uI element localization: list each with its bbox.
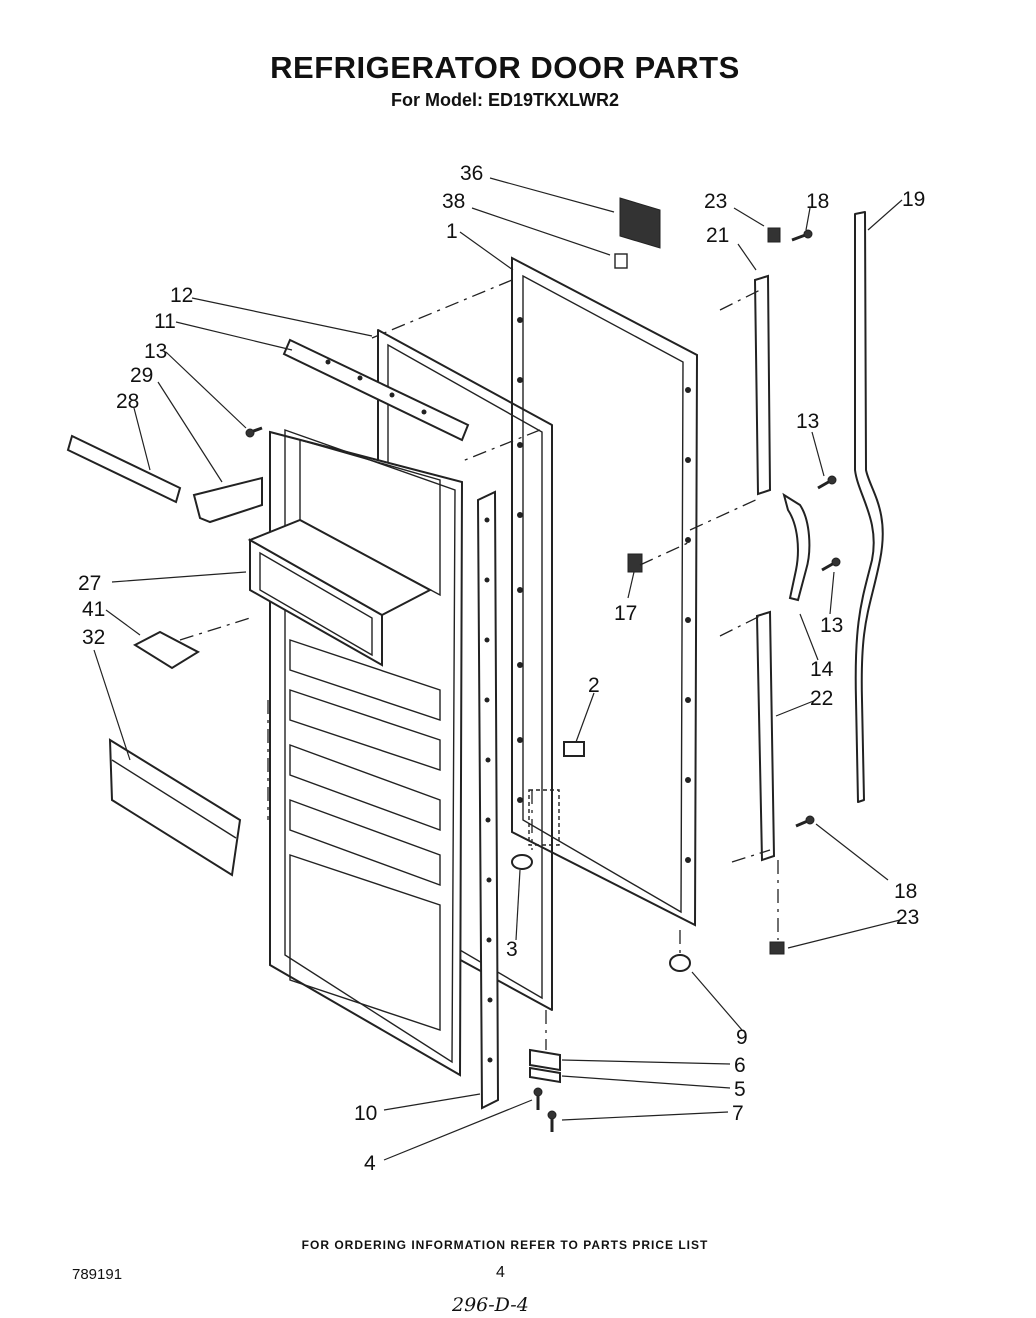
handle-bracket	[782, 492, 811, 602]
door-handle	[854, 211, 884, 803]
callout-10: 10	[354, 1102, 377, 1125]
hinge-screw-7	[547, 1110, 557, 1132]
hinge-clip-top	[767, 227, 781, 243]
top-hinge-plate	[563, 741, 585, 757]
callout-13-lower-right: 13	[820, 614, 843, 637]
door-cam	[627, 553, 643, 573]
hinge-screw-4	[533, 1087, 543, 1110]
callout-6: 6	[734, 1054, 746, 1077]
small-label	[614, 253, 628, 269]
shelf-retainer	[192, 476, 263, 524]
callout-23-bottom: 23	[896, 906, 919, 929]
callout-7: 7	[732, 1102, 744, 1125]
callout-18-top: 18	[806, 190, 829, 213]
assembly-lines	[179, 279, 779, 1050]
screw-13-upper-right	[817, 475, 837, 490]
callout-5: 5	[734, 1078, 746, 1101]
callout-38: 38	[442, 190, 465, 213]
screw-bottom	[795, 815, 815, 828]
outer-door-panel	[511, 256, 699, 927]
callout-29: 29	[130, 364, 153, 387]
breaker-strip	[476, 490, 500, 1110]
ordering-note: FOR ORDERING INFORMATION REFER TO PARTS …	[301, 1238, 709, 1252]
top-trim-strip	[282, 338, 470, 442]
label-sheet	[619, 197, 661, 249]
callout-22: 22	[810, 687, 833, 710]
callout-11: 11	[154, 310, 176, 333]
callout-23-top: 23	[704, 190, 727, 213]
hinge-bushing	[511, 854, 533, 870]
callout-13-upper-right: 13	[796, 410, 819, 433]
shelf-trim	[66, 434, 182, 504]
hinge-clip-bottom	[769, 941, 785, 955]
upper-handle-trim	[753, 274, 772, 496]
callout-41: 41	[82, 598, 105, 621]
callout-13-left: 13	[144, 340, 167, 363]
lower-handle-trim	[755, 610, 776, 862]
handwritten-note: 296-D-4	[452, 1294, 529, 1316]
door-stop	[669, 954, 691, 972]
screw-13-lower-right	[821, 557, 841, 572]
callout-21: 21	[706, 224, 729, 247]
callout-2: 2	[588, 674, 600, 697]
callout-27: 27	[78, 572, 101, 595]
model-subtitle: For Model: ED19TKXLWR2	[390, 90, 619, 110]
callout-1: 1	[446, 220, 458, 243]
page-number: 4	[496, 1264, 505, 1281]
callout-4: 4	[364, 1152, 376, 1175]
callout-17: 17	[614, 602, 637, 625]
bottom-hinge	[529, 1048, 561, 1084]
screw-top	[791, 229, 813, 242]
callout-3: 3	[506, 938, 518, 961]
dairy-compartment	[247, 518, 433, 667]
callout-32: 32	[82, 626, 105, 649]
leader-lines	[93, 177, 903, 1161]
screw-13-left	[245, 426, 263, 438]
door-shelf	[108, 738, 242, 877]
callout-36: 36	[460, 162, 483, 185]
callout-28: 28	[116, 390, 139, 413]
callout-18-bottom: 18	[894, 880, 917, 903]
callout-19: 19	[902, 188, 925, 211]
page-title: REFRIGERATOR DOOR PARTS	[270, 50, 740, 85]
callout-14: 14	[810, 658, 834, 681]
document-number: 789191	[72, 1266, 123, 1283]
callout-9: 9	[736, 1026, 748, 1049]
callout-12: 12	[170, 284, 193, 307]
butter-dish	[132, 630, 201, 670]
